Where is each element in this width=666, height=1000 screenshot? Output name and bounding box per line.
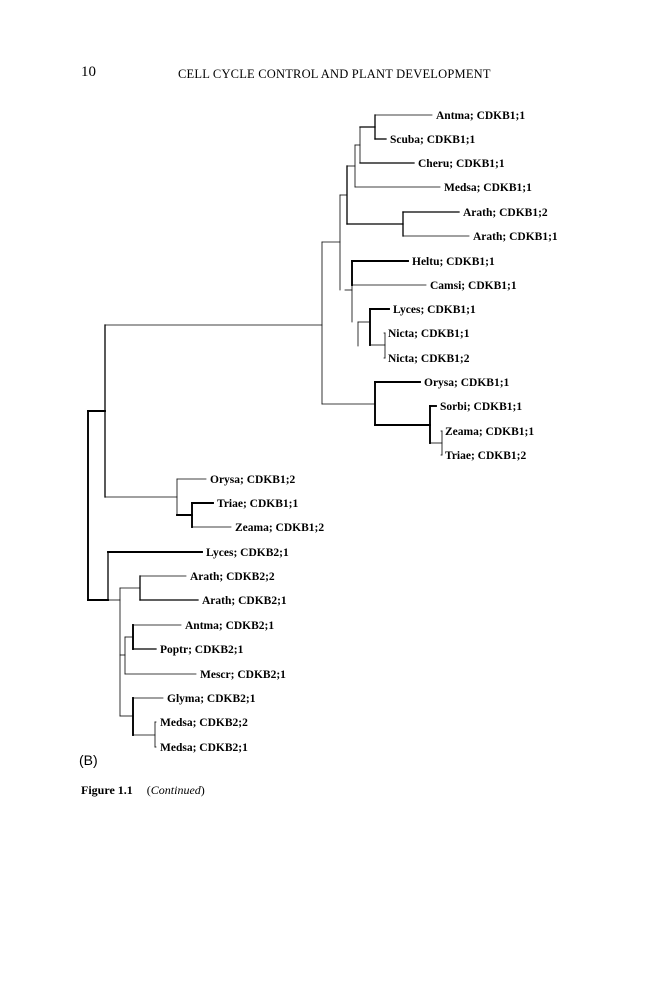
tree-leaf-label: Glyma; CDKB2;1 xyxy=(167,693,256,705)
figure-caption: Figure 1.1 (Continued) xyxy=(81,783,205,798)
tree-leaf-label: Medsa; CDKB2;2 xyxy=(160,717,248,729)
caption-number: Figure 1.1 xyxy=(81,783,133,797)
tree-leaf-label: Antma; CDKB1;1 xyxy=(436,110,525,122)
tree-leaf-label: Mescr; CDKB2;1 xyxy=(200,669,286,681)
tree-leaf-label: Arath; CDKB1;2 xyxy=(463,207,548,219)
caption-open-paren: ( xyxy=(146,783,151,797)
tree-leaf-label: Sorbi; CDKB1;1 xyxy=(440,401,522,413)
tree-leaf-label: Lyces; CDKB1;1 xyxy=(393,304,476,316)
caption-text: Continued xyxy=(150,783,201,797)
tree-leaf-label: Arath; CDKB1;1 xyxy=(473,231,558,243)
tree-leaf-label: Orysa; CDKB1;2 xyxy=(210,474,296,486)
tree-leaf-label: Triae; CDKB1;1 xyxy=(217,498,298,510)
tree-leaf-label: Medsa; CDKB2;1 xyxy=(160,742,248,754)
tree-leaf-label: Camsi; CDKB1;1 xyxy=(430,280,517,292)
tree-leaf-label: Orysa; CDKB1;1 xyxy=(424,377,510,389)
tree-leaf-label: Scuba; CDKB1;1 xyxy=(390,134,476,146)
tree-leaf-label: Zeama; CDKB1;2 xyxy=(235,522,324,534)
tree-leaf-label: Zeama; CDKB1;1 xyxy=(445,426,534,438)
caption-close-paren: ) xyxy=(200,783,205,797)
tree-leaf-label: Medsa; CDKB1;1 xyxy=(444,182,532,194)
running-title: CELL CYCLE CONTROL AND PLANT DEVELOPMENT xyxy=(178,67,491,81)
page-number: 10 xyxy=(81,64,96,80)
tree-leaf-label: Lyces; CDKB2;1 xyxy=(206,547,289,559)
tree-leaf-label: Nicta; CDKB1;2 xyxy=(388,353,470,365)
tree-leaf-label: Arath; CDKB2;2 xyxy=(190,571,275,583)
tree-leaf-label: Poptr; CDKB2;1 xyxy=(160,644,244,656)
tree-leaf-label: Cheru; CDKB1;1 xyxy=(418,158,505,170)
tree-leaf-label: Triae; CDKB1;2 xyxy=(445,450,526,462)
panel-label: (B) xyxy=(79,752,98,768)
tree-leaf-label: Arath; CDKB2;1 xyxy=(202,595,287,607)
tree-leaf-label: Heltu; CDKB1;1 xyxy=(412,256,495,268)
tree-leaf-label: Antma; CDKB2;1 xyxy=(185,620,274,632)
tree-leaf-label: Nicta; CDKB1;1 xyxy=(388,328,470,340)
